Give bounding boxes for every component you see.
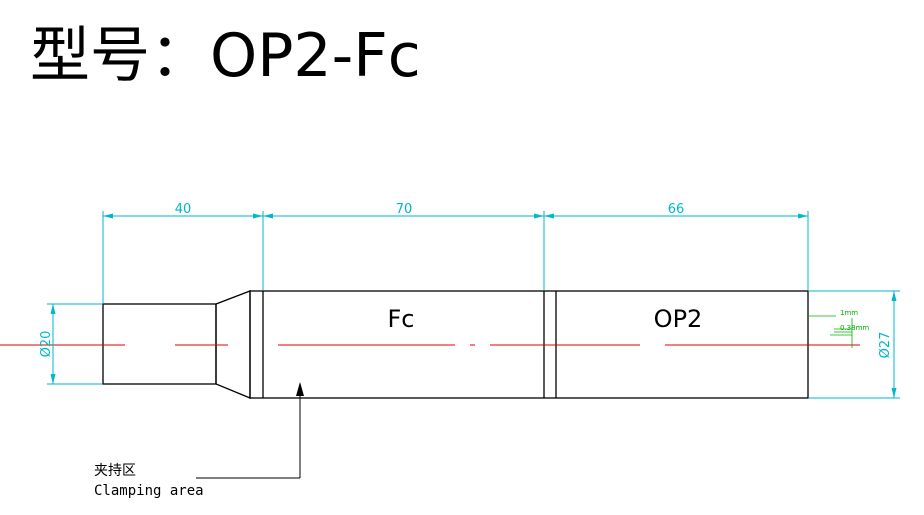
- tip-detail: [808, 315, 853, 348]
- section-label-fc: Fc: [388, 305, 415, 333]
- clamping-leader: [196, 382, 304, 479]
- model-title: 型号：OP2-Fc: [30, 21, 421, 91]
- section-label-op2: OP2: [654, 305, 703, 333]
- dim-length-fc: 70: [396, 202, 413, 217]
- clamping-label-en: Clamping area: [94, 483, 204, 499]
- dim-diameter-right: Ø27: [878, 332, 893, 359]
- right-diameter-dimension: [809, 290, 900, 399]
- dim-length-clamp: 40: [175, 202, 192, 217]
- dim-diameter-left: Ø20: [39, 331, 54, 358]
- dim-length-op2: 66: [668, 202, 685, 217]
- clamp-cylinder: [102, 303, 217, 385]
- left-diameter-dimension: [47, 303, 102, 385]
- tip-note-038mm: 0.38mm: [840, 324, 869, 332]
- tip-note-1mm: 1mm: [840, 309, 858, 317]
- length-dimensions: [102, 211, 809, 303]
- clamping-label-cn: 夹持区: [94, 463, 136, 479]
